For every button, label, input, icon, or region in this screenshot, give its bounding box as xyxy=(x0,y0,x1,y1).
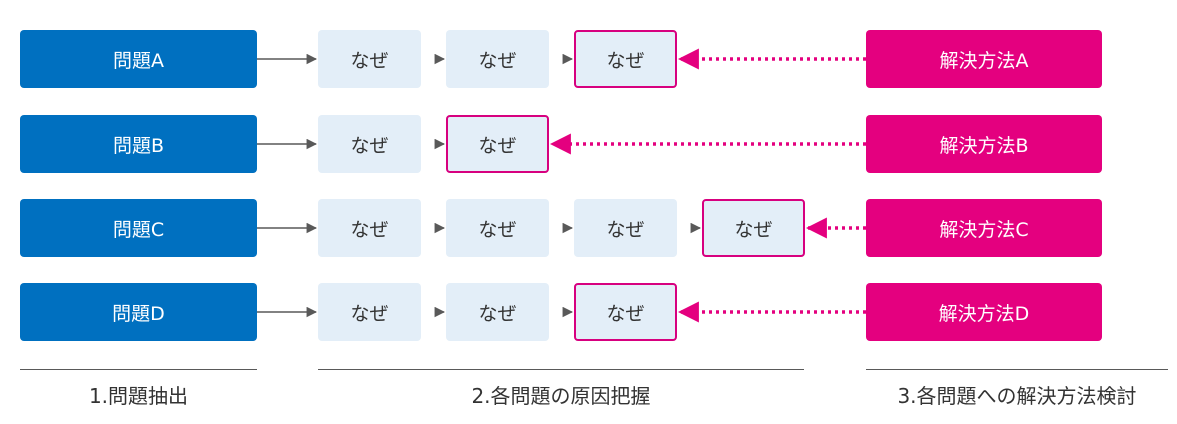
why-box: なぜ xyxy=(318,115,421,173)
section-divider-2 xyxy=(318,369,804,370)
root-cause-box: なぜ xyxy=(702,199,805,257)
why-box: なぜ xyxy=(446,30,549,88)
root-cause-box: なぜ xyxy=(574,30,677,88)
problem-box: 問題C xyxy=(20,199,257,257)
problem-box: 問題A xyxy=(20,30,257,88)
why-box: なぜ xyxy=(318,283,421,341)
section-label-step1: 1.問題抽出 xyxy=(88,384,189,408)
problem-box: 問題D xyxy=(20,283,257,341)
solution-box: 解決方法D xyxy=(866,283,1102,341)
problem-box: 問題B xyxy=(20,115,257,173)
section-label-step2: 2.各問題の原因把握 xyxy=(471,384,651,408)
why-box: なぜ xyxy=(318,30,421,88)
why-box: なぜ xyxy=(574,199,677,257)
why-box: なぜ xyxy=(318,199,421,257)
why-box: なぜ xyxy=(446,199,549,257)
section-divider-3 xyxy=(866,369,1168,370)
solution-box: 解決方法C xyxy=(866,199,1102,257)
root-cause-box: なぜ xyxy=(446,115,549,173)
section-divider-1 xyxy=(20,369,257,370)
solution-box: 解決方法B xyxy=(866,115,1102,173)
why-box: なぜ xyxy=(446,283,549,341)
root-cause-box: なぜ xyxy=(574,283,677,341)
solution-box: 解決方法A xyxy=(866,30,1102,88)
section-label-step3: 3.各問題への解決方法検討 xyxy=(897,384,1137,408)
